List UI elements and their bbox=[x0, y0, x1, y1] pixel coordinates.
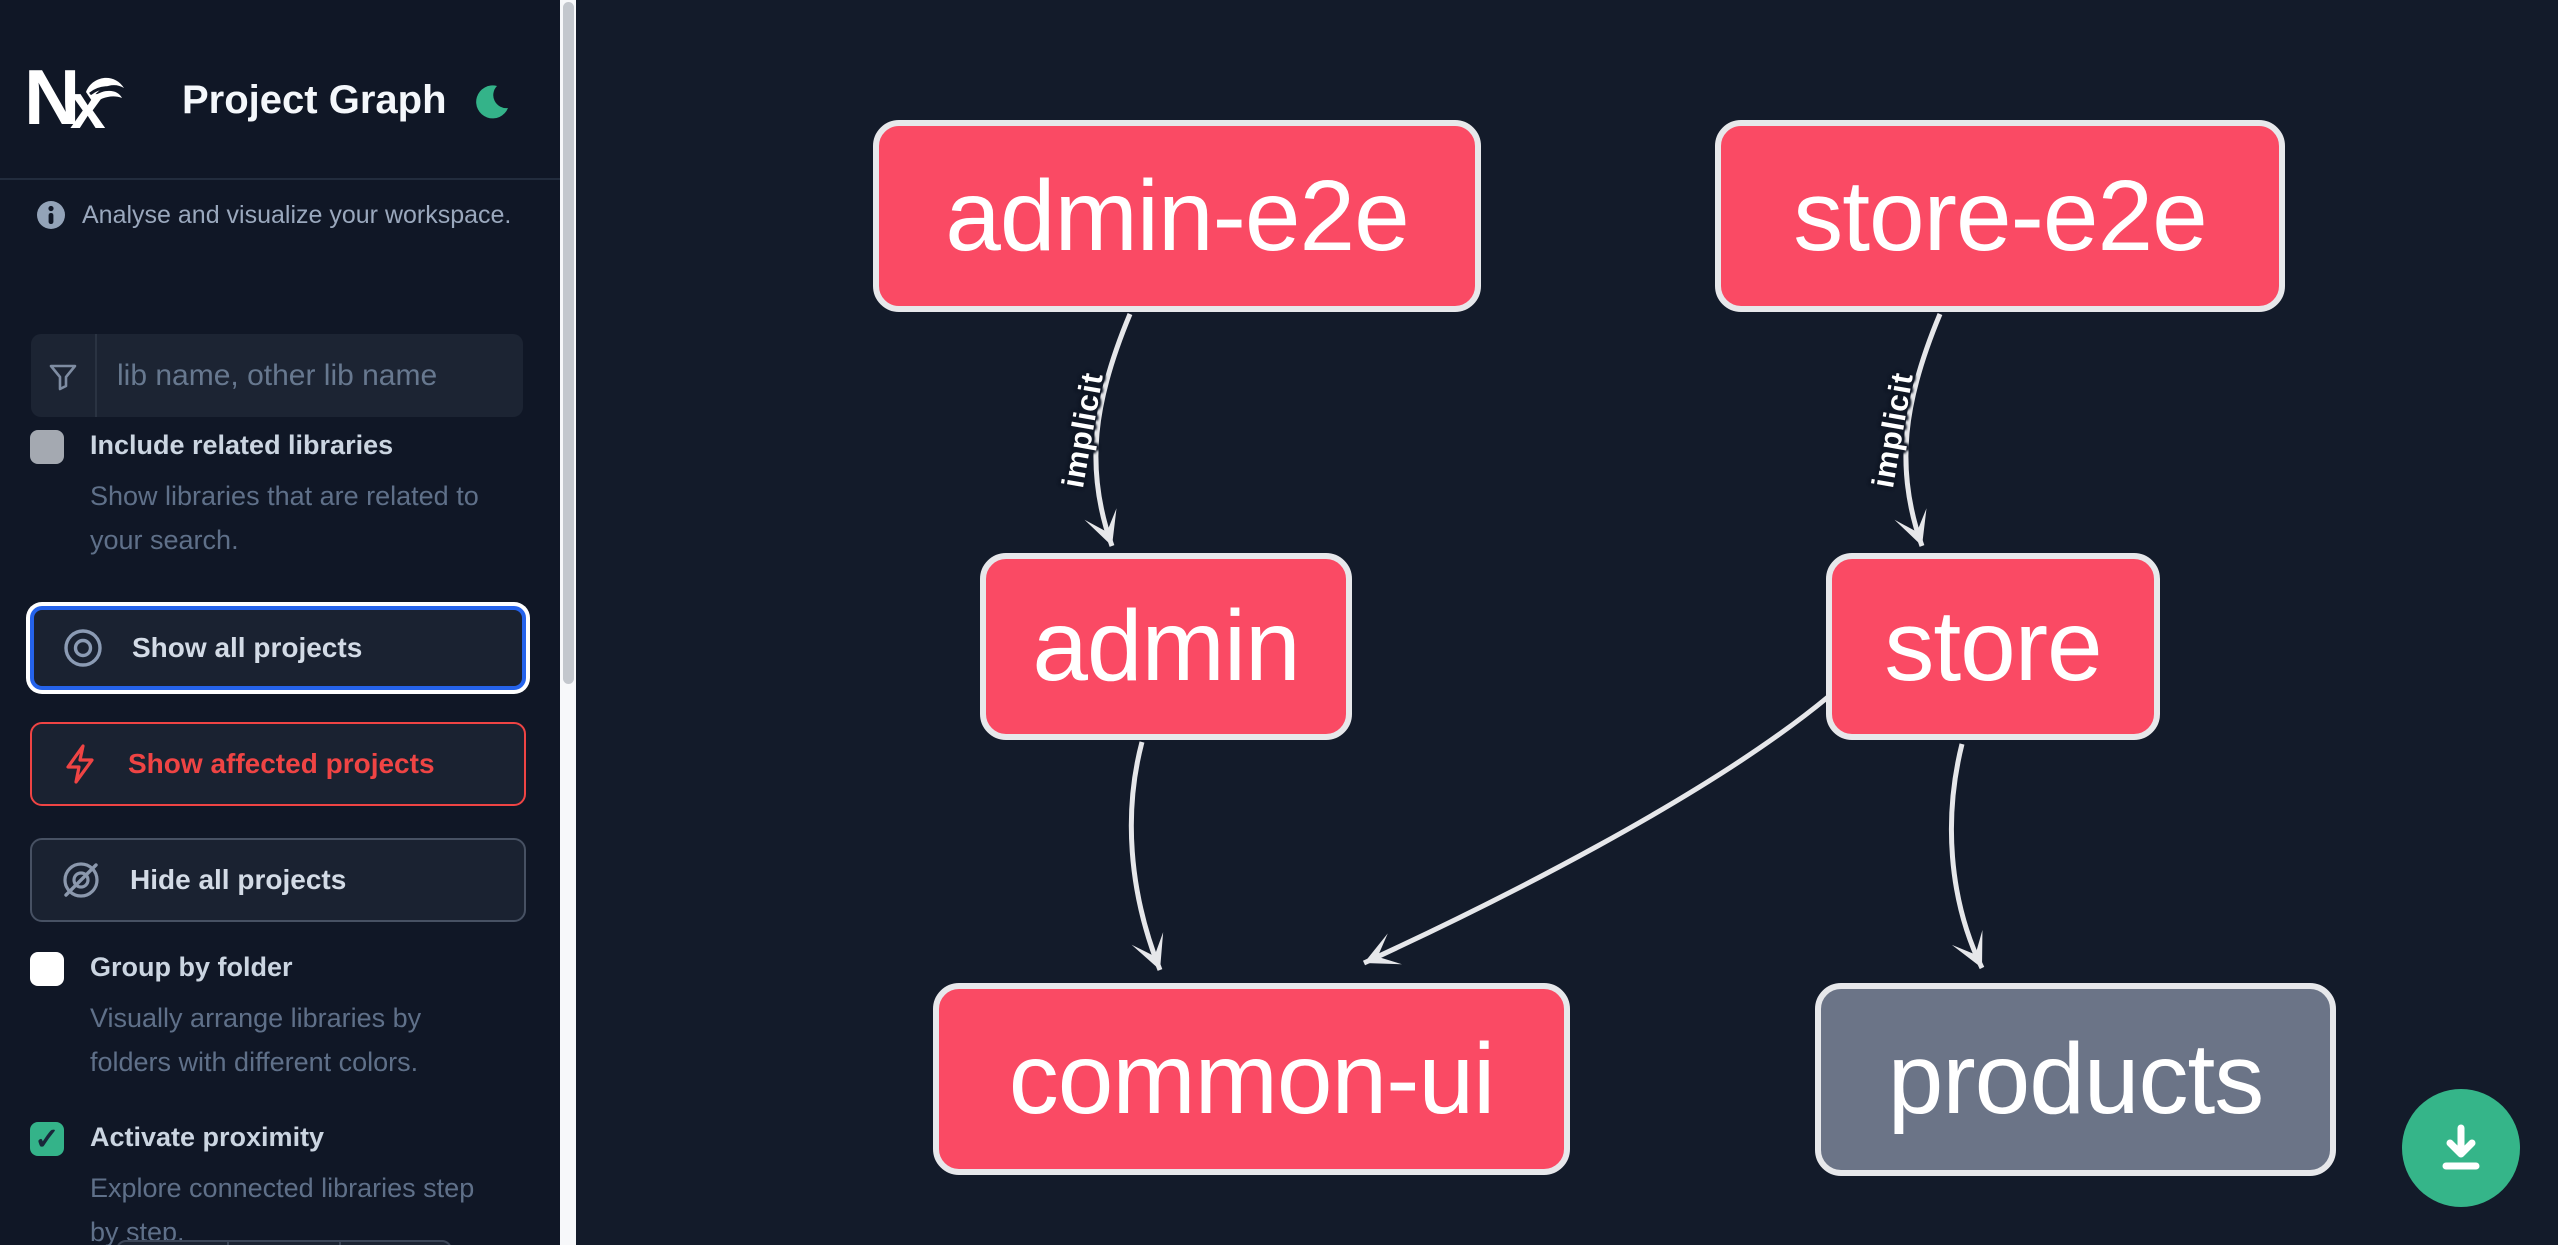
graph-node-common-ui[interactable]: common-ui bbox=[933, 983, 1570, 1175]
hide-all-projects-button[interactable]: Hide all projects bbox=[30, 838, 526, 922]
activate-proximity-checkbox[interactable]: ✓ bbox=[30, 1122, 64, 1156]
proximity-depth-segmented-control[interactable] bbox=[116, 1240, 452, 1245]
include-related-checkbox[interactable] bbox=[30, 430, 64, 464]
sidebar-header: N x Project Graph bbox=[0, 0, 560, 180]
edge-arrowhead bbox=[1084, 508, 1117, 546]
edge-store-to-common-ui bbox=[1362, 695, 1830, 966]
funnel-icon bbox=[31, 334, 97, 417]
svg-text:N: N bbox=[28, 58, 80, 134]
save-image-button[interactable] bbox=[2402, 1089, 2520, 1207]
theme-toggle-button[interactable] bbox=[470, 82, 514, 126]
workspace-tagline: Analyse and visualize your workspace. bbox=[36, 200, 511, 230]
moon-icon bbox=[476, 84, 508, 118]
edge-label-store-e2e-store: implicit bbox=[1865, 369, 1920, 491]
button-label: Show all projects bbox=[132, 632, 363, 663]
eye-icon bbox=[64, 629, 102, 667]
edge-admin-to-common-ui bbox=[1128, 741, 1163, 971]
toggle-include-related: Include related libraries Show libraries… bbox=[30, 428, 500, 562]
graph-node-admin-e2e[interactable]: admin-e2e bbox=[873, 120, 1481, 312]
toggle-label: Group by folder bbox=[90, 952, 293, 982]
edge-arrowhead bbox=[1894, 508, 1927, 546]
eye-off-icon bbox=[63, 862, 99, 898]
bolt-icon bbox=[66, 744, 94, 784]
edge-label-admin-e2e-admin: implicit bbox=[1055, 369, 1110, 491]
group-by-folder-checkbox[interactable] bbox=[30, 952, 64, 986]
edge-arrowhead bbox=[1951, 929, 1983, 968]
sidebar-scrollbar bbox=[560, 0, 576, 1245]
checkmark-icon: ✓ bbox=[34, 1122, 60, 1156]
toggle-activate-proximity: ✓ Activate proximity Explore connected l… bbox=[30, 1120, 500, 1245]
library-filter-input[interactable] bbox=[97, 334, 523, 417]
show-all-projects-button[interactable]: Show all projects bbox=[30, 606, 526, 690]
toggle-label: Include related libraries bbox=[90, 430, 394, 460]
show-affected-projects-button[interactable]: Show affected projects bbox=[30, 722, 526, 806]
button-label: Hide all projects bbox=[130, 864, 347, 895]
graph-node-admin[interactable]: admin bbox=[980, 553, 1352, 740]
segment[interactable] bbox=[118, 1242, 230, 1245]
segment[interactable] bbox=[229, 1242, 341, 1245]
search-box bbox=[31, 334, 523, 417]
info-icon bbox=[37, 201, 65, 229]
toggle-group-by-folder: Group by folder Visually arrange librari… bbox=[30, 950, 500, 1084]
graph-node-products[interactable]: products bbox=[1815, 983, 2336, 1176]
toggle-label: Activate proximity bbox=[90, 1122, 325, 1152]
graph-node-store[interactable]: store bbox=[1826, 553, 2160, 740]
sidebar: N x Project Graph Analyse and visualize … bbox=[0, 0, 560, 1245]
edge-arrowhead bbox=[1364, 933, 1402, 965]
sidebar-scrollbar-thumb[interactable] bbox=[562, 2, 574, 684]
toggle-description: Visually arrange libraries by folders wi… bbox=[90, 1003, 422, 1077]
edge-store-to-products bbox=[1948, 743, 1985, 970]
page-title: Project Graph bbox=[182, 78, 447, 122]
graph-node-store-e2e[interactable]: store-e2e bbox=[1715, 120, 2285, 312]
button-label: Show affected projects bbox=[128, 748, 435, 779]
nx-logo: N x bbox=[28, 58, 124, 134]
download-icon bbox=[2442, 1124, 2480, 1170]
tagline-text: Analyse and visualize your workspace. bbox=[82, 200, 512, 229]
toggle-description: Show libraries that are related to your … bbox=[90, 481, 479, 555]
edge-arrowhead bbox=[1131, 932, 1164, 970]
toggle-description: Explore connected libraries step by step… bbox=[90, 1173, 475, 1245]
